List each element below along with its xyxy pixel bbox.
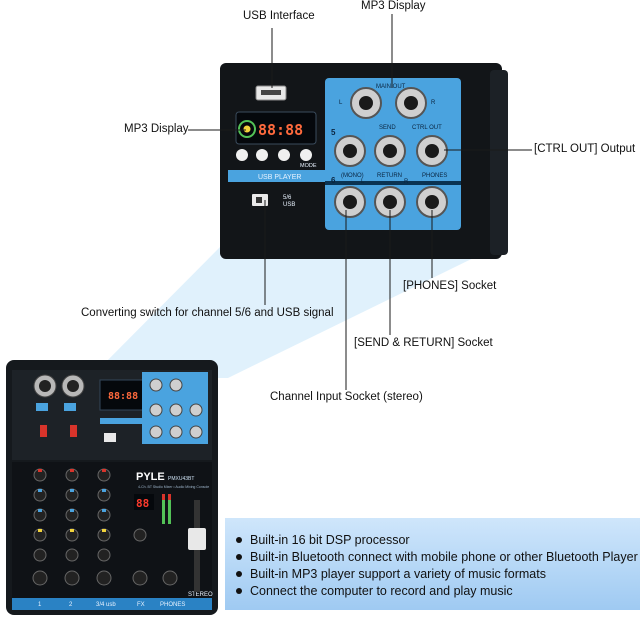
jack-ctrl-out[interactable] bbox=[416, 135, 448, 167]
jack-channel-6[interactable] bbox=[334, 186, 366, 218]
feature-text: Built-in 16 bit DSP processor bbox=[250, 533, 410, 547]
ch6-right: R bbox=[404, 179, 409, 185]
brand-logo: PYLE bbox=[136, 471, 165, 483]
send-label: SEND bbox=[379, 125, 396, 131]
mode-label: MODE bbox=[300, 163, 317, 169]
bullet-icon bbox=[236, 587, 242, 594]
callout-usb-interface: USB Interface bbox=[243, 10, 315, 22]
callout-mp3-display-left: MP3 Display bbox=[124, 123, 189, 135]
ch6-left: L bbox=[361, 179, 365, 185]
player-button bbox=[278, 149, 290, 161]
callout-mp3-display-top: MP3 Display bbox=[361, 0, 426, 12]
main-out-left: L bbox=[339, 100, 343, 106]
player-button bbox=[236, 149, 248, 161]
mp3-lcd bbox=[235, 111, 317, 145]
dsp-digits: 88 bbox=[136, 497, 149, 510]
callout-channel-input: Channel Input Socket (stereo) bbox=[270, 391, 423, 403]
player-button bbox=[256, 149, 268, 161]
main-out-right: R bbox=[431, 100, 436, 106]
bullet-icon bbox=[236, 536, 242, 543]
phones-label: PHONES bbox=[422, 173, 447, 179]
channel-6-label: 6 bbox=[331, 176, 336, 185]
feature-item: Built-in MP3 player support a variety of… bbox=[236, 566, 638, 583]
return-label: RETURN bbox=[377, 173, 402, 179]
feature-item: Built-in 16 bit DSP processor bbox=[236, 532, 638, 549]
switch-label-line1: 5/6 bbox=[283, 195, 292, 201]
jack-channel-5[interactable] bbox=[334, 135, 366, 167]
feature-text: Connect the computer to record and play … bbox=[250, 584, 513, 598]
callout-converting-switch: Converting switch for channel 5/6 and US… bbox=[81, 307, 334, 319]
player-button bbox=[300, 149, 312, 161]
channel-knobs[interactable] bbox=[32, 468, 178, 586]
usb-player-label: USB PLAYER bbox=[258, 174, 301, 181]
lcd-digits: 88:88 bbox=[258, 121, 303, 139]
feature-item: Built-in Bluetooth connect with mobile p… bbox=[236, 549, 638, 566]
bullet-icon bbox=[236, 570, 242, 577]
feature-text: Built-in Bluetooth connect with mobile p… bbox=[250, 550, 638, 564]
feature-item: Connect the computer to record and play … bbox=[236, 583, 638, 600]
feature-list: Built-in 16 bit DSP processor Built-in B… bbox=[236, 532, 638, 600]
jack-send[interactable] bbox=[374, 135, 406, 167]
pad-switch bbox=[40, 425, 47, 437]
mini-lcd-digits: 88:88 bbox=[108, 391, 138, 402]
zoom-projection bbox=[90, 245, 500, 378]
feature-text: Built-in MP3 player support a variety of… bbox=[250, 567, 546, 581]
model-label: PMXU43BT bbox=[168, 476, 194, 482]
callout-send-return: [SEND & RETURN] Socket bbox=[354, 337, 493, 349]
stereo-label: STEREO bbox=[188, 592, 213, 598]
zoom-panel: 88:88 USB PLAYER MODE 5/6 USB MAIN OUT L… bbox=[220, 63, 508, 259]
channel-5-label: 5 bbox=[331, 128, 336, 137]
fx-label: FX bbox=[137, 602, 145, 608]
pad-switch bbox=[70, 425, 77, 437]
ch1-label: 1 bbox=[38, 602, 42, 608]
ctrl-out-label: CTRL OUT bbox=[412, 125, 442, 131]
stereo-fader bbox=[188, 528, 206, 550]
jack-main-out-l[interactable] bbox=[350, 87, 382, 119]
jack-main-out-r[interactable] bbox=[395, 87, 427, 119]
callout-ctrl-out: [CTRL OUT] Output bbox=[534, 143, 636, 155]
callout-lines bbox=[188, 14, 532, 390]
tagline-label: 4-Ch. BT Studio Mixer • Audio Mixing Con… bbox=[138, 485, 209, 489]
level-meter bbox=[162, 494, 171, 524]
main-out-label: MAIN OUT bbox=[376, 84, 406, 90]
switch-label-line2: USB bbox=[283, 202, 295, 208]
ch34-label: 3/4 usb bbox=[96, 602, 116, 608]
callout-phones: [PHONES] Socket bbox=[403, 280, 497, 292]
mono-label: (MONO) bbox=[341, 173, 364, 179]
ch2-label: 2 bbox=[69, 602, 73, 608]
feature-panel bbox=[225, 518, 640, 610]
phones-strip-label: PHONES bbox=[160, 602, 185, 608]
bullet-icon bbox=[236, 553, 242, 560]
